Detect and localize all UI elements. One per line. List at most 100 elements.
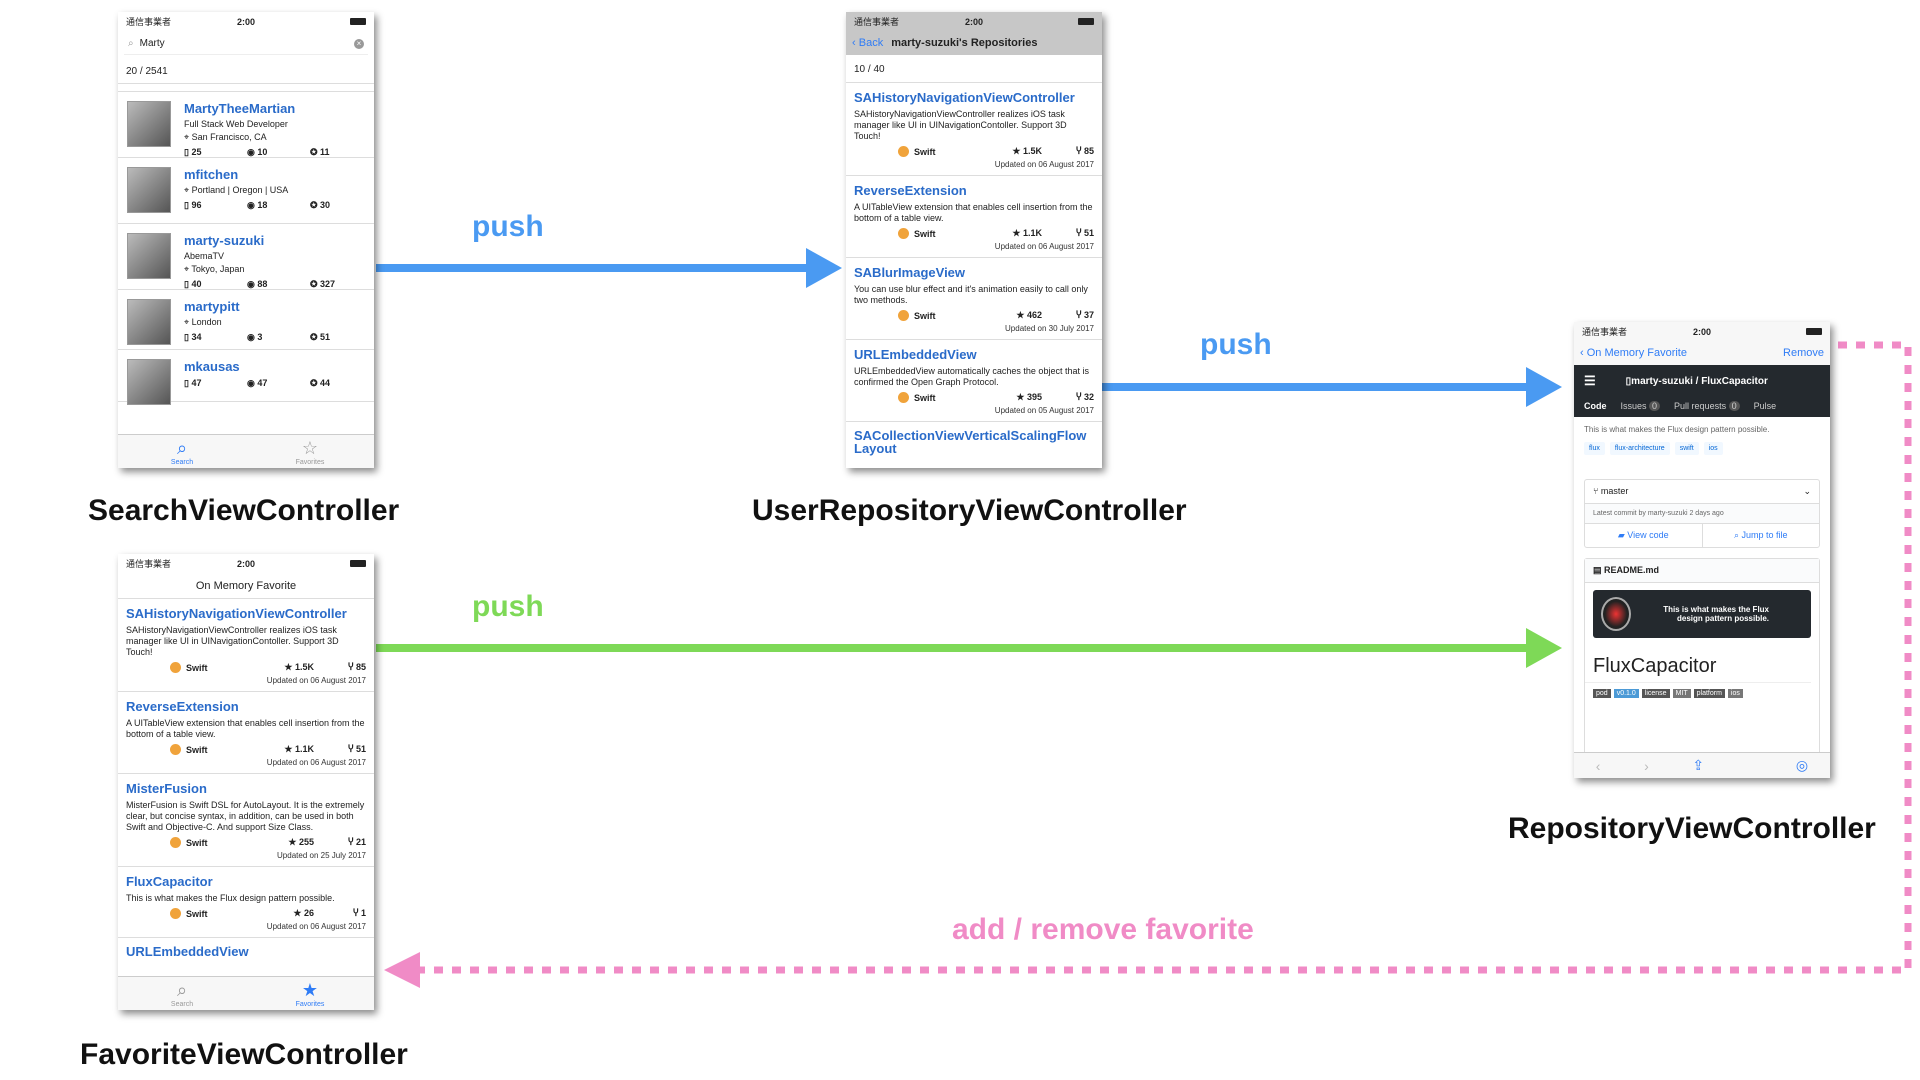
tab-favorites[interactable]: ☆Favorites xyxy=(246,435,374,468)
back-button[interactable]: ‹ Back xyxy=(852,37,883,49)
star-count: ★ 462 xyxy=(1016,310,1042,320)
fork-count: Ⴤ 51 xyxy=(348,744,366,754)
user-detail-text: Tokyo, Japan xyxy=(191,264,245,274)
push-label-2: push xyxy=(1200,328,1272,361)
flux-logo-icon xyxy=(1601,597,1631,631)
tab-search[interactable]: ⌕Search xyxy=(118,435,246,468)
eye-icon: ◉ xyxy=(247,279,258,289)
tab-pulse[interactable]: Pulse xyxy=(1753,401,1777,411)
user-name: MartyTheeMartian xyxy=(184,101,296,116)
menu-icon[interactable]: ☰ xyxy=(1584,373,1596,388)
caption-user-repo: UserRepositoryViewController xyxy=(752,494,1187,527)
user-row[interactable]: mkausas▯ 47◉ 47✪ 44 xyxy=(118,350,374,405)
repo-description: A UITableView extension that enables cel… xyxy=(854,202,1093,223)
tab-issues[interactable]: Issues 0 xyxy=(1621,401,1661,411)
partial-repo-name[interactable]: URLEmbeddedView xyxy=(126,944,249,959)
updated-date: Updated on 06 August 2017 xyxy=(266,758,366,767)
user-detail: ⌖ Tokyo, Japan xyxy=(184,264,374,275)
partial-repo-name[interactable]: SACollectionViewVerticalScalingFlowLayou… xyxy=(854,428,1087,456)
updated-date: Updated on 05 August 2017 xyxy=(994,406,1094,415)
chevron-down-icon: ⌄ xyxy=(1803,486,1811,496)
eye-icon: ◉ xyxy=(247,332,258,342)
user-row[interactable]: mfitchen⌖ Portland | Oregon | USA▯ 96◉ 1… xyxy=(118,158,374,224)
forward-arrow-icon[interactable]: › xyxy=(1644,757,1649,774)
tab-favorites[interactable]: ★Favorites xyxy=(246,977,374,1010)
repo-name: FluxCapacitor xyxy=(126,874,213,889)
language: Swift xyxy=(170,837,244,848)
back-arrow-icon[interactable]: ‹ xyxy=(1595,757,1601,774)
back-button[interactable]: ‹ On Memory Favorite xyxy=(1580,347,1687,359)
repo-description: This is what makes the Flux design patte… xyxy=(126,893,335,903)
repo-description: You can use blur effect and it's animati… xyxy=(854,284,1088,305)
topic-tag[interactable]: ios xyxy=(1703,442,1723,455)
language: Swift xyxy=(898,392,972,403)
push-arrow-2 xyxy=(1100,367,1562,407)
chevron-left-icon: ‹ xyxy=(852,37,859,49)
language-color-dot xyxy=(170,744,181,755)
readme-box: ▤ README.md This is what makes the Flux … xyxy=(1584,558,1820,758)
jump-to-file-button[interactable]: ⌕ Jump to file xyxy=(1703,524,1820,547)
favorite-screen: 通信事業者 2:00 On Memory Favorite SAHistoryN… xyxy=(118,554,374,1010)
language: Swift xyxy=(898,228,972,239)
user-row[interactable]: martypitt⌖ London▯ 34◉ 3✪ 51 xyxy=(118,290,374,350)
repo-name: URLEmbeddedView xyxy=(854,347,977,362)
stat: ✪ 30 xyxy=(310,200,373,211)
topic-tag[interactable]: flux-architecture xyxy=(1609,442,1670,455)
stat-value: 34 xyxy=(191,332,202,342)
share-icon[interactable]: ⇪ xyxy=(1692,757,1705,773)
clear-icon[interactable]: × xyxy=(354,38,364,49)
topic-tag[interactable]: flux xyxy=(1584,442,1605,455)
view-code-button[interactable]: ▰ View code xyxy=(1585,524,1703,547)
compass-icon[interactable]: ◎ xyxy=(1795,757,1809,773)
tab-code[interactable]: Code xyxy=(1584,401,1607,411)
repo-path: marty-suzuki / FluxCapacitor xyxy=(1631,375,1768,387)
topic-tag[interactable]: swift xyxy=(1674,442,1699,455)
branch-selector[interactable]: ⑂ master ⌄ xyxy=(1585,480,1819,504)
battery-icon xyxy=(350,560,366,567)
caption-search: SearchViewController xyxy=(88,494,400,527)
user-detail-text: Portland | Oregon | USA xyxy=(191,185,289,195)
language: Swift xyxy=(170,744,244,755)
star-count: ★ 1.1K xyxy=(1012,228,1042,238)
repo-description: URLEmbeddedView automatically caches the… xyxy=(854,366,1089,387)
star-count: ★ 26 xyxy=(293,908,314,918)
tab-search[interactable]: ⌕Search xyxy=(118,977,246,1010)
avatar xyxy=(127,359,171,405)
fork-count: Ⴤ 32 xyxy=(1076,392,1094,402)
tab-search-label: Search xyxy=(170,1001,194,1008)
github-header: ☰ ▯ marty-suzuki / FluxCapacitor Code Is… xyxy=(1574,365,1830,417)
user-detail-text: AbemaTV xyxy=(184,251,225,261)
battery-icon xyxy=(1806,328,1822,335)
stat: ▯ 34 xyxy=(184,332,247,343)
stat-value: 51 xyxy=(320,332,331,342)
language-name: Swift xyxy=(914,392,936,403)
repo-icon: ▯ xyxy=(184,332,192,342)
jump-label: Jump to file xyxy=(1741,530,1788,540)
search-bar[interactable]: ⌕ Marty × xyxy=(124,33,368,55)
readme-badge: v0.1.0 xyxy=(1613,689,1639,698)
language-color-dot xyxy=(170,837,181,848)
search-icon: ⌕ xyxy=(1733,530,1742,540)
book-icon: ▤ xyxy=(1593,565,1605,575)
search-input[interactable]: Marty xyxy=(139,38,165,49)
tab-pull-requests[interactable]: Pull requests 0 xyxy=(1674,401,1740,411)
user-detail: ⌖ San Francisco, CA xyxy=(184,132,374,143)
stat-value: 30 xyxy=(320,200,331,210)
remove-button[interactable]: Remove xyxy=(1783,347,1824,359)
favorite-arrowhead xyxy=(384,952,420,988)
status-bar: 通信事業者 2:00 xyxy=(118,12,374,31)
